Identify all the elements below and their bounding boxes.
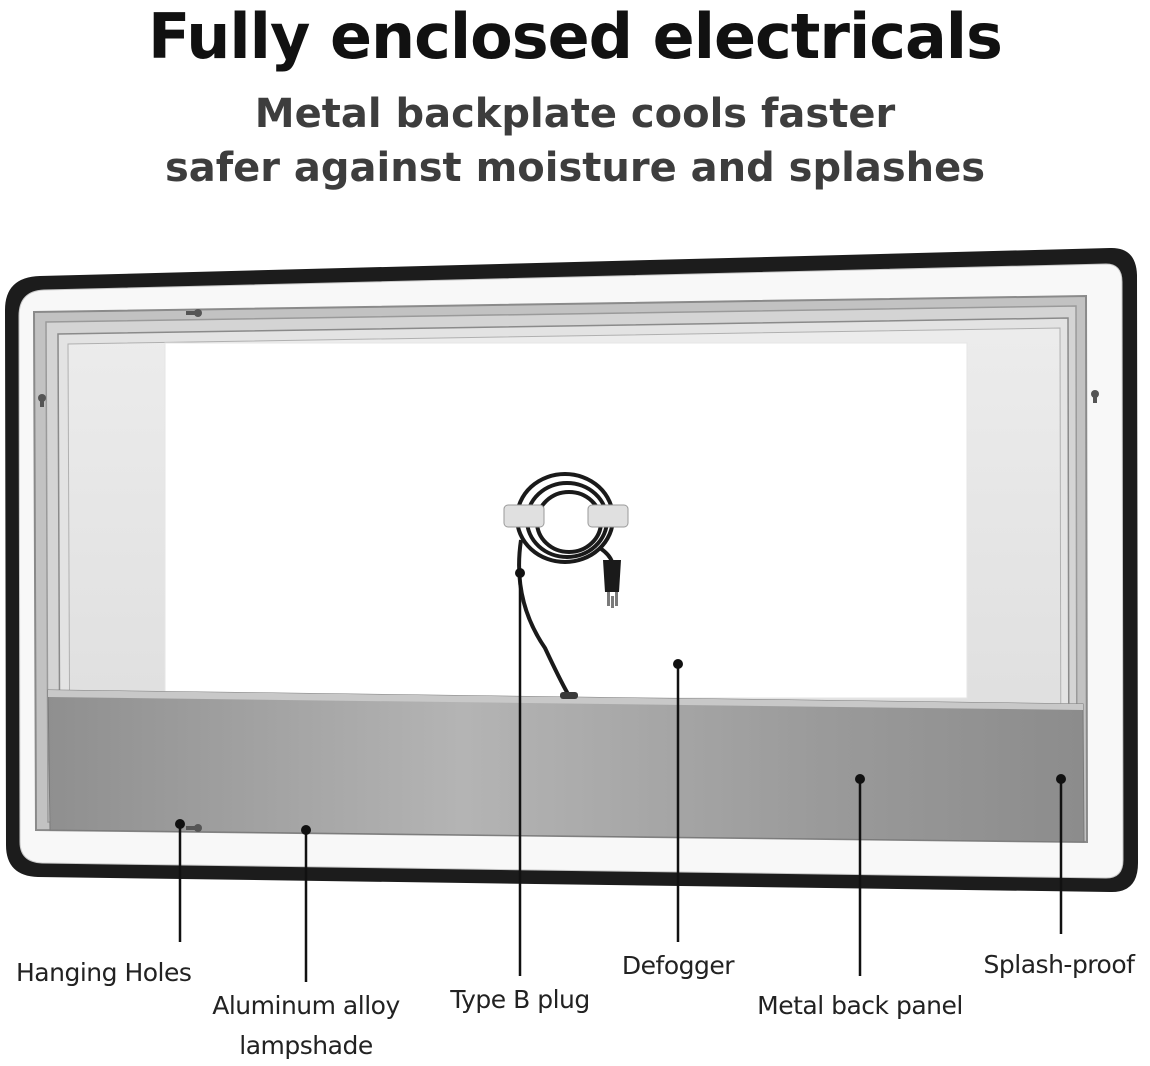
callout-leaders <box>175 568 1066 982</box>
hanging-hole-icon <box>38 309 1099 832</box>
metal-back-panel-label: Metal back panel <box>757 991 963 1020</box>
subtitle-line-1: Metal backplate cools faster <box>254 91 896 137</box>
defogger-label: Defogger <box>621 951 735 980</box>
hanging-holes-label: Hanging Holes <box>16 958 192 987</box>
type-b-plug-icon <box>503 472 629 699</box>
page-title: Fully enclosed electricals <box>148 0 1003 73</box>
lampshade-label-line-1: Aluminum alloy <box>212 991 400 1020</box>
splash-proof-label: Splash-proof <box>983 950 1135 979</box>
metal-back-panel <box>47 689 1085 843</box>
subtitle-line-2: safer against moisture and splashes <box>164 145 986 191</box>
defogger-pad <box>164 342 968 699</box>
lampshade-label-line-2: lampshade <box>239 1031 373 1060</box>
type-b-plug-label: Type B plug <box>450 985 590 1014</box>
